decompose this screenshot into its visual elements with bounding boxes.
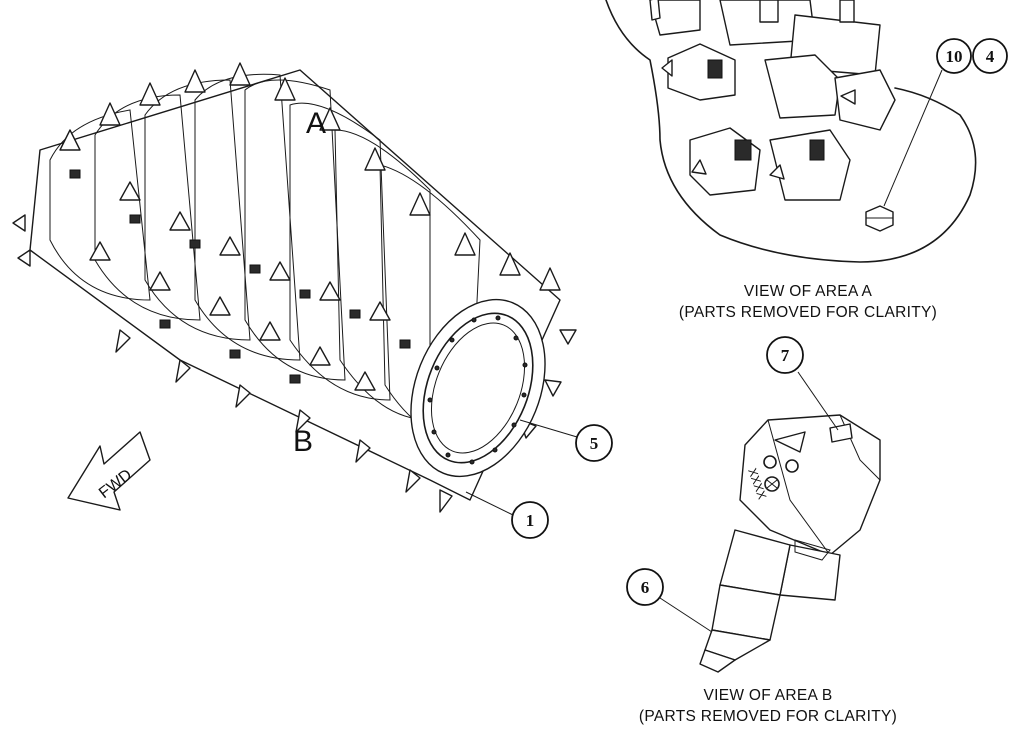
callout-4-number: 4 [986,47,995,66]
cutter-teeth [12,62,577,513]
rotor-drum [12,62,577,513]
callout-10-4[interactable]: 10 4 [883,38,1008,207]
callout-10-number: 10 [946,47,963,66]
callout-7[interactable]: 7 [766,336,839,431]
callout-1[interactable]: 1 [465,491,549,539]
view-area-a-title: VIEW OF AREA A [744,283,873,300]
view-area-a-note: (PARTS REMOVED FOR CLARITY) [679,304,937,321]
forward-arrow-icon: FWD [67,431,151,511]
view-area-a-detail [605,0,977,263]
view-area-b-note: (PARTS REMOVED FOR CLARITY) [639,708,897,725]
callout-1-number: 1 [526,511,535,530]
callout-7-number: 7 [781,346,790,365]
view-area-b-detail: XXXX [699,414,881,673]
area-a-picks [649,0,896,201]
callout-5[interactable]: 5 [519,419,613,462]
area-label-a: A [306,107,326,140]
drum-end-ring [410,298,546,478]
callout-6[interactable]: 6 [626,568,713,633]
callout-5-number: 5 [590,434,599,453]
view-area-b-title: VIEW OF AREA B [703,687,832,704]
area-label-b: B [293,425,313,458]
callout-6-number: 6 [641,578,650,597]
ring-bolts [427,315,528,465]
